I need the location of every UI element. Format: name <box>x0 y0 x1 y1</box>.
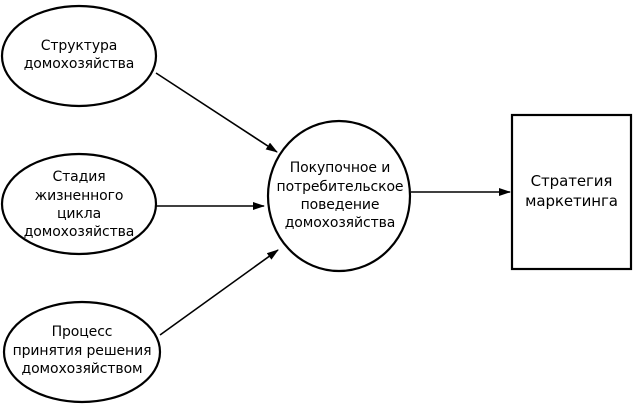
node-marketing-strategy-shape <box>510 113 633 271</box>
edge-decision-to-behavior <box>159 249 279 336</box>
edge-structure-to-behavior <box>155 72 278 153</box>
node-household-structure-label: Структура домохозяйства <box>23 37 135 72</box>
node-decision-process-label: Процесс принятия решения домохозяйством <box>12 324 152 378</box>
node-consumer-behavior-label: Покупочное и потребительское поведение д… <box>276 160 404 232</box>
node-life-cycle-stage-label: Стадия жизненного цикла домохозяйства <box>23 169 135 241</box>
node-consumer-behavior-shape <box>266 119 412 273</box>
node-life-cycle-stage-shape <box>0 152 158 256</box>
node-decision-process-shape <box>2 300 162 404</box>
node-marketing-strategy-label: Стратегия маркетинга <box>525 172 618 210</box>
node-household-structure-shape <box>0 4 158 108</box>
